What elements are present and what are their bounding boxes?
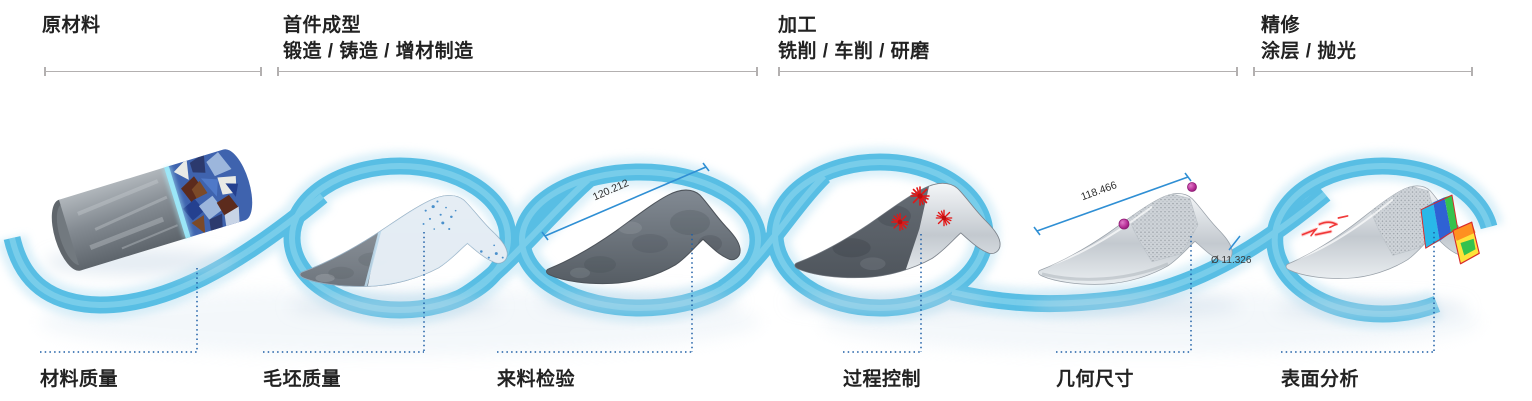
checkpoint-geometric-dimensions: 几何尺寸: [1056, 369, 1135, 390]
bracket-line: [277, 71, 758, 72]
metal-streaks: [77, 179, 178, 251]
bracket-line: [778, 71, 1238, 72]
raw-material-cylinder: [51, 149, 253, 271]
laser-projection-lines: [1300, 215, 1349, 237]
stage-bracket-finishing: [1253, 67, 1473, 76]
polycrystal-mosaic: [173, 152, 240, 234]
stage-first-forming: 首件成型 锻造 / 铸造 / 增材制造: [283, 13, 474, 65]
stage-finishing: 精修 涂层 / 抛光: [1261, 13, 1356, 65]
stage-bracket-first-forming: [277, 67, 758, 76]
bracket-tick: [756, 67, 758, 76]
fea-heatmap-patch: [1420, 194, 1480, 265]
stage-title: 加工: [778, 15, 818, 36]
bracket-tick: [1253, 67, 1255, 76]
stage-title: 精修: [1261, 15, 1301, 36]
checkpoint-blank-quality: 毛坯质量: [263, 369, 342, 390]
stage-machining: 加工 铣削 / 车削 / 研磨: [778, 13, 930, 65]
surface-analysis-part: [1285, 185, 1480, 280]
stage-bracket-raw-material: [44, 67, 262, 76]
finished-length-dimension: [1033, 172, 1192, 236]
bracket-line: [44, 71, 262, 72]
bracket-tick: [778, 67, 780, 76]
blank-mottling: [570, 209, 722, 279]
diameter-leader-line: [1228, 235, 1241, 251]
probe-points: [1118, 182, 1197, 230]
bracket-tick: [260, 67, 262, 76]
porosity-dots: [417, 200, 504, 269]
checkpoint-connectors: [40, 232, 1435, 353]
machined-part-metrology: [1037, 192, 1233, 285]
stage-subtitle: 涂层 / 抛光: [1261, 41, 1357, 62]
stage-bracket-machining: [778, 67, 1238, 76]
stage-subtitle: 铣削 / 车削 / 研磨: [778, 41, 930, 62]
checkpoint-process-control: 过程控制: [843, 369, 922, 390]
object-shadows: [45, 249, 1467, 318]
stage-raw-material: 原材料: [42, 13, 101, 39]
ambient-shadow: [40, 288, 1480, 356]
checkpoint-material-quality: 材料质量: [40, 369, 119, 390]
cast-blank: [545, 189, 741, 285]
blank-length-dimension: [541, 162, 710, 241]
neck-diameter-label: Ø 11.326: [1211, 255, 1252, 266]
stage-title: 首件成型: [283, 15, 362, 36]
checkpoint-surface-analysis: 表面分析: [1281, 369, 1360, 390]
bracket-tick: [1236, 67, 1238, 76]
bracket-tick: [44, 67, 46, 76]
bracket-tick: [1471, 67, 1473, 76]
bracket-tick: [277, 67, 279, 76]
checkpoint-incoming-inspection: 来料检验: [497, 369, 576, 390]
bracket-line: [1253, 71, 1473, 72]
finished-length-label: 118.466: [1079, 179, 1118, 203]
stage-title: 原材料: [42, 15, 101, 36]
stage-subtitle: 锻造 / 铸造 / 增材制造: [283, 41, 474, 62]
